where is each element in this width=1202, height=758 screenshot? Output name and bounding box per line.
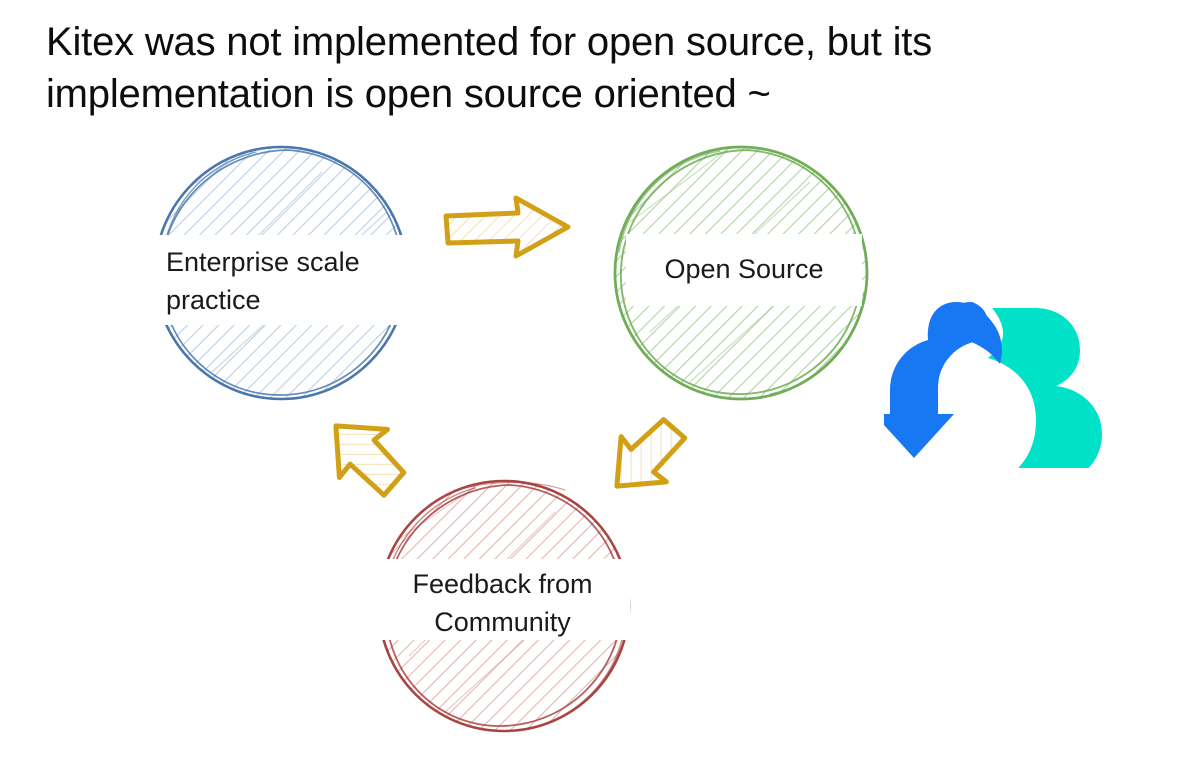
diagram-node-opensource-label: Open Source bbox=[626, 234, 862, 306]
diagram-node-enterprise[interactable]: Enterprise scale practice bbox=[152, 142, 414, 410]
cloudwego-logo bbox=[884, 288, 1134, 468]
arrow-right-icon bbox=[443, 195, 571, 259]
arrow-up-left-icon bbox=[333, 423, 407, 498]
diagram-node-feedback-label: Feedback from Community bbox=[375, 559, 630, 640]
diagram-node-enterprise-label: Enterprise scale practice bbox=[152, 235, 410, 325]
diagram-node-opensource[interactable]: Open Source bbox=[610, 142, 874, 410]
arrow-opensource-to-feedback bbox=[596, 403, 701, 508]
logo-arrow-shape bbox=[884, 302, 1002, 458]
logo-cloud-shape bbox=[988, 308, 1102, 468]
arrow-feedback-to-enterprise bbox=[312, 402, 422, 512]
arrow-down-left-icon bbox=[614, 417, 688, 489]
arrow-enterprise-to-opensource bbox=[440, 190, 576, 265]
cloudwego-logo-icon bbox=[884, 302, 1102, 468]
diagram-node-feedback[interactable]: Feedback from Community bbox=[375, 476, 637, 742]
page-title: Kitex was not implemented for open sourc… bbox=[46, 20, 933, 116]
